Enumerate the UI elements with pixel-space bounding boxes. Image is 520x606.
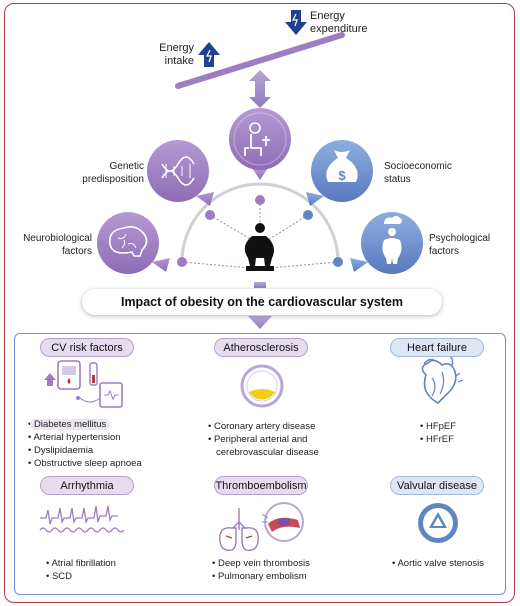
arc-node xyxy=(177,257,187,267)
figure-frame xyxy=(4,3,515,603)
thromboembolism-pill: Thromboembolism xyxy=(214,476,308,495)
list-item-text: Arterial hypertension xyxy=(33,432,121,443)
list-item: HFrEF xyxy=(420,433,500,446)
list-item-text: Coronary artery disease xyxy=(213,421,316,432)
arrhythmia-pill: Arrhythmia xyxy=(40,476,134,495)
impact-title: Impact of obesity on the cardiovascular … xyxy=(82,289,442,315)
arc-node xyxy=(255,195,265,205)
list-item: HFpEF xyxy=(420,420,500,433)
neurobiological-factors-label: Neurobiological factors xyxy=(23,233,92,257)
lightning-up-arrow-icon xyxy=(198,42,220,67)
atherosclerosis-pill: Atherosclerosis xyxy=(214,338,308,357)
cardiovascular-impact-panel xyxy=(14,333,506,595)
list-item: Deep vein thrombosis xyxy=(212,557,332,570)
list-item-text: Peripheral arterial and cerebrovascular … xyxy=(213,434,319,458)
energy-expenditure-label: Energy expenditure xyxy=(310,10,368,35)
psychological-person-icon xyxy=(350,212,423,274)
cv-risk-factors-list: Diabetes mellitus Arterial hypertension … xyxy=(28,418,188,470)
valvular-disease-pill: Valvular disease xyxy=(390,476,484,495)
socioeconomic-status-label: Socioeconomic status xyxy=(384,161,452,185)
heart-failure-pill: Heart failure xyxy=(390,338,484,357)
list-item-text: SCD xyxy=(51,571,73,582)
list-item-text: HFrEF xyxy=(425,434,454,445)
list-item: Aortic valve stenosis xyxy=(392,557,502,570)
list-item: Peripheral arterial and cerebrovascular … xyxy=(208,433,348,459)
lungs-thrombus-icon xyxy=(219,502,304,552)
artery-cross-section-icon xyxy=(240,364,284,408)
down-arrow xyxy=(248,282,272,329)
person-eating-icon xyxy=(229,108,291,180)
list-item-text: Obstructive sleep apnoea xyxy=(33,458,142,469)
double-arrow xyxy=(249,70,271,108)
valvular-disease-list: Aortic valve stenosis xyxy=(392,557,502,570)
list-item-text: Aortic valve stenosis xyxy=(397,558,485,569)
aortic-valve-icon xyxy=(418,503,458,543)
list-item: Coronary artery disease xyxy=(208,420,348,433)
thromboembolism-list: Deep vein thrombosis Pulmonary embolism xyxy=(212,557,332,583)
energy-balance-beam xyxy=(175,32,345,89)
genetic-predisposition-label: Genetic predisposition xyxy=(82,161,144,185)
list-item: Obstructive sleep apnoea xyxy=(28,457,188,470)
ecg-waveform-icon xyxy=(39,505,125,533)
list-item: Dyslipidaemia xyxy=(28,444,188,457)
dna-icon xyxy=(147,140,214,206)
list-item: Atrial fibrillation xyxy=(46,557,166,570)
list-item-text: Atrial fibrillation xyxy=(51,558,116,569)
heart-failure-list: HFpEF HFrEF xyxy=(420,420,500,446)
list-item: Pulmonary embolism xyxy=(212,570,332,583)
heart-icon xyxy=(421,355,464,404)
brain-icon xyxy=(97,212,170,274)
list-item-text: Diabetes mellitus xyxy=(29,419,111,430)
list-item: SCD xyxy=(46,570,166,583)
list-item-text: Dyslipidaemia xyxy=(33,445,94,456)
connector-lines xyxy=(181,200,339,269)
list-item-text: Pulmonary embolism xyxy=(217,571,307,582)
arrhythmia-list: Atrial fibrillation SCD xyxy=(46,557,166,583)
arc-node xyxy=(333,257,343,267)
list-item-text: HFpEF xyxy=(425,421,457,432)
glucose-meter-icon xyxy=(44,360,123,408)
obese-person-icon xyxy=(244,223,274,271)
arc-node xyxy=(205,210,215,220)
lightning-down-arrow-icon xyxy=(285,10,307,35)
list-item-text: Deep vein thrombosis xyxy=(217,558,310,569)
cv-risk-factors-pill: CV risk factors xyxy=(40,338,134,357)
list-item: Diabetes mellitus xyxy=(28,418,188,431)
atherosclerosis-list: Coronary artery disease Peripheral arter… xyxy=(208,420,348,459)
factor-arc xyxy=(180,182,340,263)
list-item: Arterial hypertension xyxy=(28,431,188,444)
money-bag-icon: $ xyxy=(306,140,373,206)
svg-text:$: $ xyxy=(338,168,346,183)
energy-intake-label: Energy intake xyxy=(159,42,194,67)
psychological-factors-label: Psychological factors xyxy=(429,233,491,257)
arc-node xyxy=(303,210,313,220)
